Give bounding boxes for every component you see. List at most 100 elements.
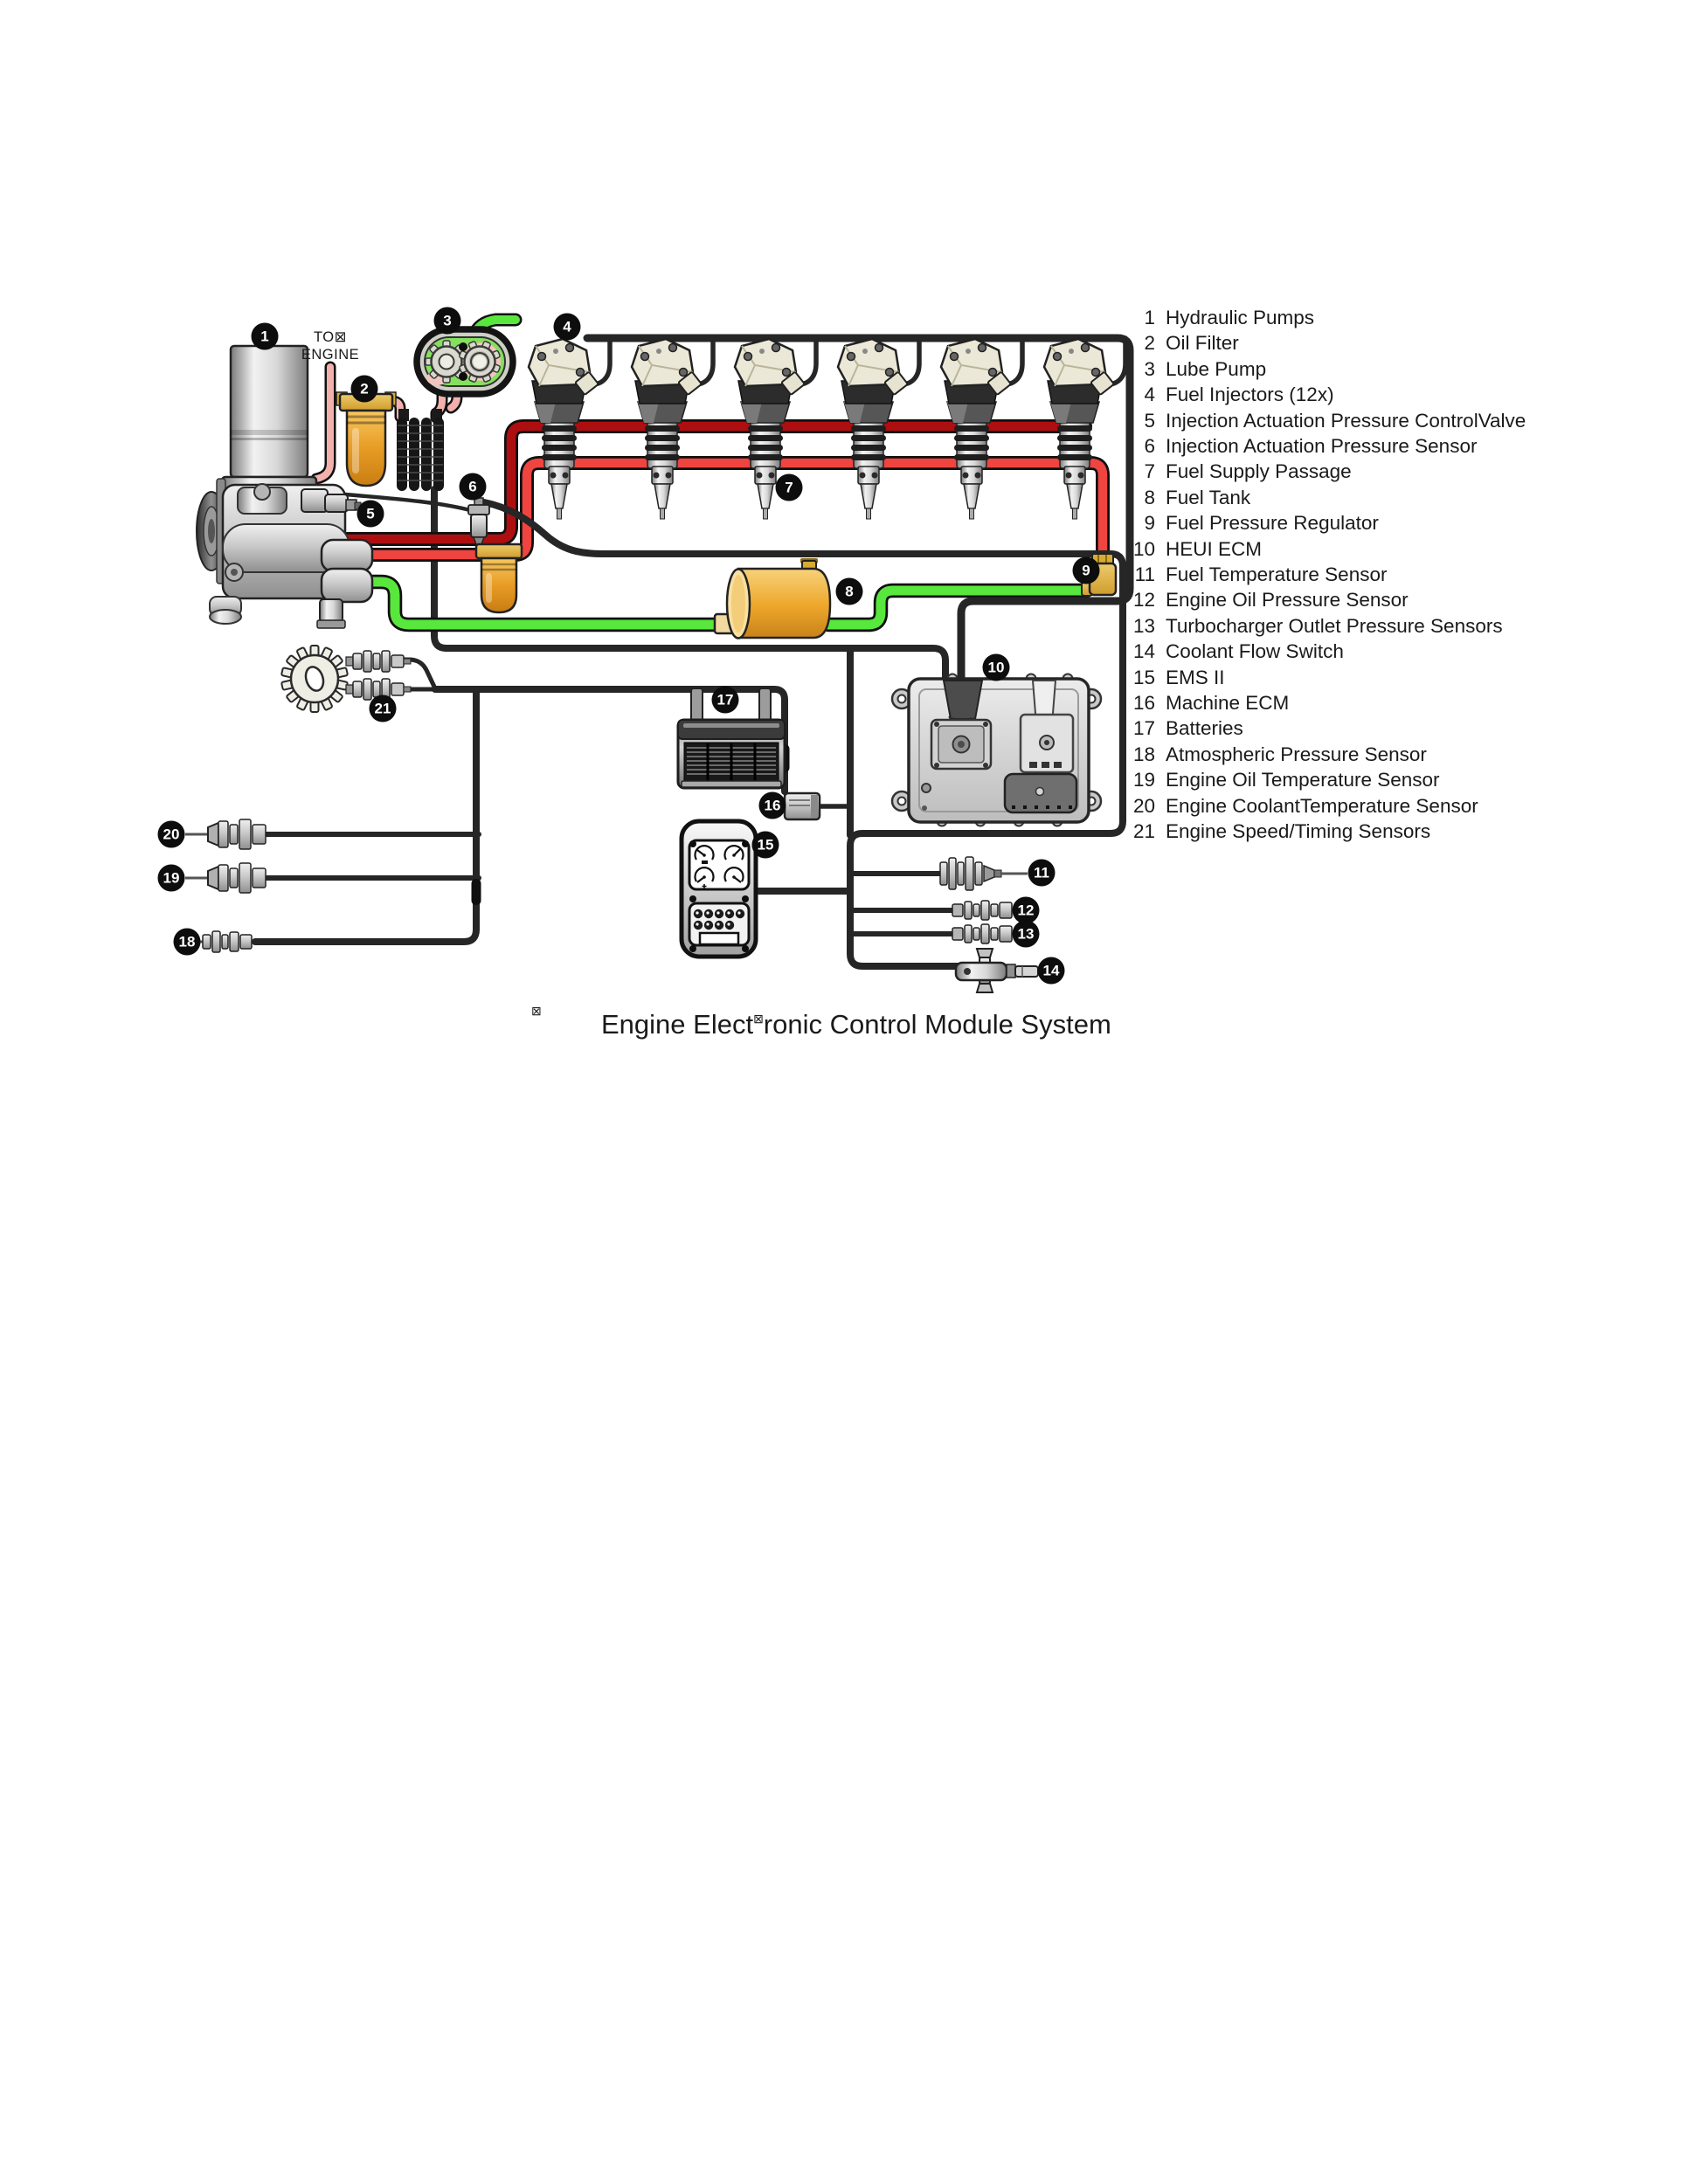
ecm-connector-wedge <box>942 680 984 720</box>
badge-1: 1 <box>251 322 279 350</box>
to-engine-line2: ENGINE <box>301 347 359 363</box>
svg-text:14: 14 <box>1043 963 1060 979</box>
lube-gear-right <box>452 334 508 390</box>
legend-num: 6 <box>1144 435 1155 457</box>
svg-text:10: 10 <box>988 660 1005 676</box>
legend-label: HEUI ECM <box>1166 538 1262 560</box>
legend-num: 16 <box>1133 692 1155 714</box>
engine-oil-pressure-sensor <box>952 900 1013 921</box>
svg-text:12: 12 <box>1018 902 1035 919</box>
badge-21: 21 <box>369 695 397 722</box>
legend-num: 10 <box>1133 538 1155 560</box>
legend-num: 13 <box>1133 615 1155 637</box>
timing-gear <box>280 645 412 713</box>
coolant-flow-switch <box>954 948 1039 993</box>
legend-num: 8 <box>1144 487 1155 508</box>
legend-label: Oil Filter <box>1166 332 1239 354</box>
svg-text:13: 13 <box>1018 926 1035 943</box>
lube-gear-left <box>425 340 468 384</box>
to-engine-label: TO⊠ ENGINE <box>301 329 359 363</box>
badge-18: 18 <box>173 928 201 956</box>
badge-4: 4 <box>553 313 581 341</box>
gauge <box>723 845 744 860</box>
legend-num: 7 <box>1144 460 1155 482</box>
badge-8: 8 <box>835 577 863 605</box>
legend-num: 1 <box>1144 307 1155 328</box>
legend-label: Injection Actuation Pressure ControlValv… <box>1166 410 1526 432</box>
transfer-pump-manifold <box>316 538 374 629</box>
atmospheric-pressure-sensor <box>192 930 253 953</box>
callout-badges: 1 2 3 4 5 6 7 8 9 10 11 12 13 14 15 16 1… <box>157 307 1100 985</box>
wire-sleeve <box>471 879 481 905</box>
legend-label: Injection Actuation Pressure Sensor <box>1166 435 1478 457</box>
wire-trunk-left <box>252 686 480 945</box>
legend-num: 18 <box>1133 743 1155 765</box>
diagram-caption: Engine Elect⊠ronic Control Module System <box>601 1009 1111 1040</box>
legend-num: 3 <box>1144 358 1155 380</box>
wire-battery-run <box>432 686 788 795</box>
pressure-control-valve <box>301 488 362 513</box>
legend-label: Machine ECM <box>1166 692 1289 714</box>
badge-3: 3 <box>433 307 461 335</box>
fuel-tank <box>713 558 832 639</box>
legend-label: Fuel Injectors (12x) <box>1166 384 1334 405</box>
wire-pump-to-ecm <box>431 486 949 690</box>
legend-label: Fuel Temperature Sensor <box>1166 563 1388 585</box>
engine-coolant-temperature-sensor <box>183 818 267 851</box>
legend-label: Fuel Pressure Regulator <box>1166 512 1379 534</box>
svg-text:7: 7 <box>785 480 793 496</box>
wire-valve-lead <box>343 492 473 513</box>
legend-label: Coolant Flow Switch <box>1166 640 1344 662</box>
svg-text:21: 21 <box>375 701 391 717</box>
svg-text:6: 6 <box>468 479 476 495</box>
badge-10: 10 <box>982 653 1010 681</box>
speed-timing-sensor-a <box>345 650 412 673</box>
svg-text:5: 5 <box>366 506 374 522</box>
wiring-harness <box>252 486 959 945</box>
badge-7: 7 <box>775 473 803 501</box>
legend-num: 12 <box>1133 589 1155 611</box>
stray-glyph: ⊠ <box>531 1004 542 1018</box>
svg-text:19: 19 <box>163 870 180 887</box>
badge-13: 13 <box>1012 920 1040 948</box>
machine-ecm <box>783 791 821 821</box>
ems-display <box>698 931 740 946</box>
oil-to-engine-line <box>316 367 330 479</box>
legend-label: Engine Oil Temperature Sensor <box>1166 769 1440 791</box>
svg-text:3: 3 <box>443 313 451 329</box>
legend-num: 20 <box>1133 795 1155 817</box>
wire-sensor6-trunk <box>481 499 1126 970</box>
caption-sup-glyph: ⊠ <box>753 1012 764 1026</box>
legend-label: Fuel Supply Passage <box>1166 460 1352 482</box>
legend-label: EMS II <box>1166 667 1225 688</box>
legend-label: Engine Oil Pressure Sensor <box>1166 589 1409 611</box>
caption-part2: ronic Control Module System <box>764 1009 1111 1040</box>
legend-num: 21 <box>1133 820 1155 842</box>
badge-20: 20 <box>157 820 185 848</box>
legend-label: Engine Speed/Timing Sensors <box>1166 820 1430 842</box>
gauge <box>694 845 715 864</box>
svg-text:17: 17 <box>717 692 734 708</box>
svg-text:1: 1 <box>260 328 268 345</box>
legend-num: 4 <box>1144 384 1155 405</box>
oil-filter <box>336 391 397 487</box>
gauge <box>723 867 744 883</box>
fuel-filter <box>474 543 523 614</box>
badge-2: 2 <box>350 375 378 403</box>
heui-ecm <box>890 673 1103 827</box>
legend-label: Lube Pump <box>1166 358 1266 380</box>
legend-num: 5 <box>1144 410 1155 432</box>
svg-text:16: 16 <box>765 798 781 814</box>
turbo-outlet-pressure-sensor <box>952 923 1013 944</box>
badge-11: 11 <box>1028 859 1056 887</box>
badge-16: 16 <box>758 791 786 819</box>
to-engine-line1: TO⊠ <box>314 329 347 345</box>
legend-label: Atmospheric Pressure Sensor <box>1166 743 1427 765</box>
badge-9: 9 <box>1072 556 1100 584</box>
svg-text:18: 18 <box>179 934 196 950</box>
badge-12: 12 <box>1012 896 1040 924</box>
legend-num: 14 <box>1133 640 1155 662</box>
